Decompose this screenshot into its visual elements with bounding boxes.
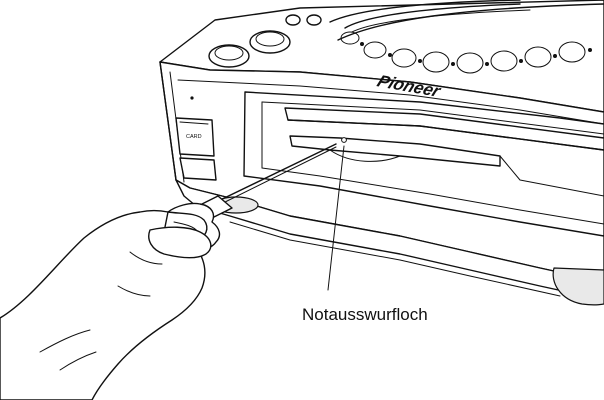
plinth-shadow-line [229, 221, 561, 297]
callout-label: Notausswurfloch [302, 305, 428, 324]
hand-icon [0, 202, 221, 400]
top-button-large-left [208, 44, 250, 68]
callout: Notausswurfloch [302, 145, 428, 324]
front-bevel-line [177, 79, 604, 125]
emergency-eject-hole [341, 137, 347, 143]
hand-index-finger [148, 226, 212, 259]
top-button-small-1 [285, 14, 301, 26]
top-button-small-2 [306, 14, 322, 26]
jog-wheel-ring [329, 0, 604, 74]
card-slot-label: CARD [186, 134, 202, 140]
slot-tray-lip [289, 135, 501, 167]
right-foot [552, 267, 604, 306]
callout-leader-line [327, 145, 345, 291]
cd-player-icon: Pioneer CARD [159, 0, 604, 306]
card-slot: CARD [175, 96, 217, 181]
top-buttons [208, 14, 322, 68]
disc-slot-recess [243, 91, 604, 237]
device-left-edge [159, 61, 177, 181]
top-button-large-right [249, 30, 291, 54]
